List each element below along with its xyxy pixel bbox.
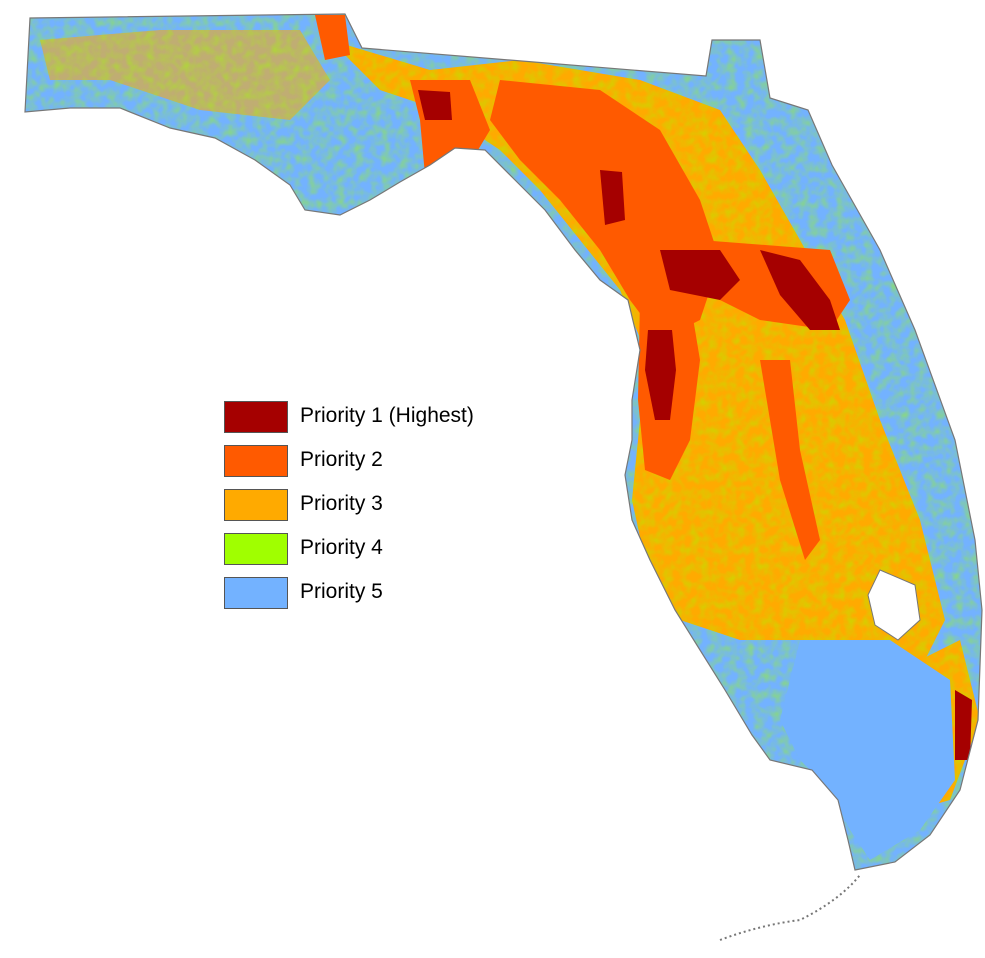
priority-1-area <box>955 690 972 760</box>
legend-label: Priority 3 <box>300 492 383 515</box>
legend-swatch <box>224 577 288 609</box>
legend-swatch <box>224 445 288 477</box>
lake-okeechobee <box>867 569 921 641</box>
priority-5-area <box>780 640 955 860</box>
legend-label: Priority 5 <box>300 580 383 603</box>
priority-1-area <box>660 250 740 300</box>
priority-1-area <box>600 170 625 225</box>
florida-keys <box>719 874 861 941</box>
legend-swatch <box>224 533 288 565</box>
priority-1-area <box>645 330 676 420</box>
legend-label: Priority 1 (Highest) <box>300 404 474 427</box>
legend-label: Priority 4 <box>300 536 383 559</box>
legend-swatch <box>224 401 288 433</box>
legend-swatch <box>224 489 288 521</box>
priority-1-area <box>760 250 840 330</box>
priority-2-area <box>315 15 350 60</box>
priority-1-area <box>418 90 452 120</box>
priority-2-area <box>760 360 820 560</box>
legend-label: Priority 2 <box>300 448 383 471</box>
